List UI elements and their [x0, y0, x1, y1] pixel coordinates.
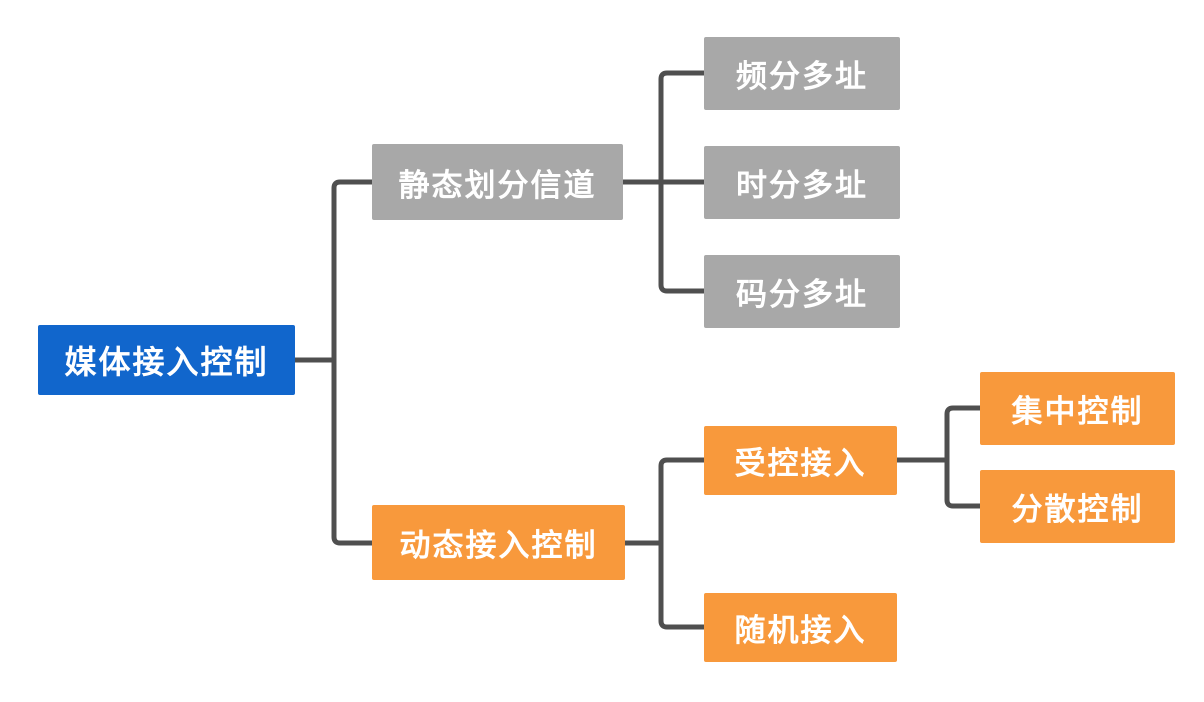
connector-controlled-children [944, 405, 980, 509]
connector-static-children [658, 70, 704, 294]
node-fdma: 频分多址 [704, 37, 900, 110]
node-tdma: 时分多址 [704, 146, 900, 219]
node-dynamic-access-control: 动态接入控制 [372, 505, 625, 580]
node-media-access-control: 媒体接入控制 [38, 325, 295, 395]
node-random-access: 随机接入 [704, 593, 897, 662]
connector-root-branches [331, 179, 372, 546]
node-centralized-control: 集中控制 [980, 372, 1175, 445]
node-static-channel-partition: 静态划分信道 [372, 144, 623, 220]
node-distributed-control: 分散控制 [980, 470, 1175, 543]
node-controlled-access: 受控接入 [704, 426, 897, 495]
node-cdma: 码分多址 [704, 255, 900, 328]
connector-dynamic-children [658, 457, 704, 630]
